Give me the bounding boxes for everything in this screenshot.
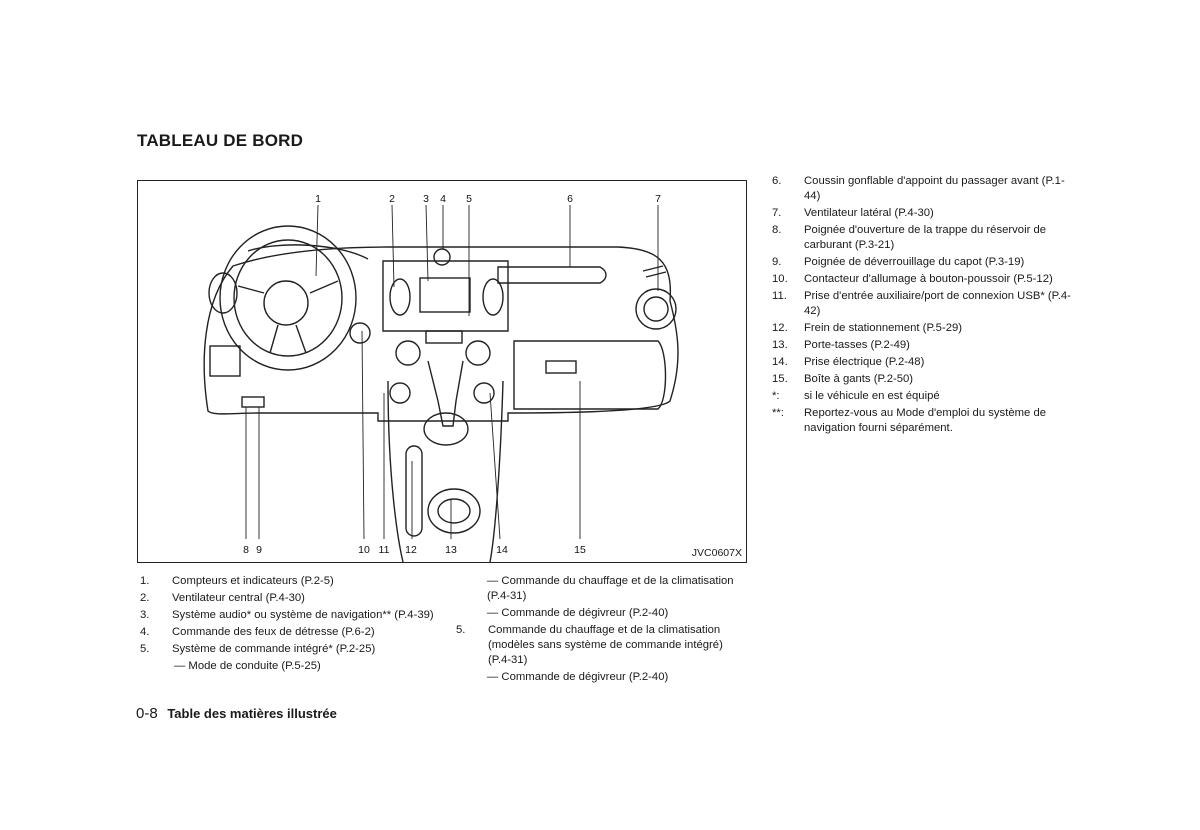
list-sub-item: — Commande de dégivreur (P.2-40) <box>456 606 748 621</box>
callout-1: 1 <box>315 193 321 205</box>
item-number: 10. <box>772 273 788 285</box>
callout-12: 12 <box>405 544 417 556</box>
item-text: — Commande du chauffage et de la climati… <box>487 575 734 602</box>
list-item: **: Reportez-vous au Mode d'emploi du sys… <box>772 406 1072 436</box>
item-number: 3. <box>140 609 150 621</box>
callout-9: 9 <box>256 544 262 556</box>
list-item: 13. Porte-tasses (P.2-49) <box>772 338 1072 353</box>
item-number: **: <box>772 407 784 419</box>
callout-3: 3 <box>423 193 429 205</box>
list-item: 3. Système audio* ou système de navigatio… <box>140 608 440 623</box>
list-item: 7. Ventilateur latéral (P.4-30) <box>772 206 1072 221</box>
item-number: 8. <box>772 224 782 236</box>
item-text: — Commande de dégivreur (P.2-40) <box>487 607 669 619</box>
item-number: 12. <box>772 322 788 334</box>
list-item: 6. Coussin gonflable d'appoint du passage… <box>772 174 1072 204</box>
item-number: 6. <box>772 175 782 187</box>
list-item: 2. Ventilateur central (P.4-30) <box>140 591 440 606</box>
callout-2: 2 <box>389 193 395 205</box>
item-text: Poignée d'ouverture de la trappe du rése… <box>804 224 1047 251</box>
list-item: 14. Prise électrique (P.2-48) <box>772 355 1072 370</box>
item-text: Poignée de déverrouillage du capot (P.3-… <box>804 256 1025 268</box>
item-number: 2. <box>140 592 150 604</box>
list-sub-item: — Commande de dégivreur (P.2-40) <box>456 670 748 685</box>
page-footer: 0-8 Table des matières illustrée <box>136 705 337 722</box>
right-callout-list: 6. Coussin gonflable d'appoint du passage… <box>772 174 1072 438</box>
list-item: 4. Commande des feux de détresse (P.6-2) <box>140 625 440 640</box>
item-number: 5. <box>456 624 466 636</box>
item-text: Contacteur d'allumage à bouton-poussoir … <box>804 273 1053 285</box>
dashboard-illustration: 1 2 3 4 5 6 7 8 9 10 11 12 13 14 15 JVC0… <box>137 180 747 563</box>
item-number: 13. <box>772 339 788 351</box>
callout-10: 10 <box>358 544 370 556</box>
item-text: Système de commande intégré* (P.2-25) <box>172 643 376 655</box>
item-text: Ventilateur latéral (P.4-30) <box>804 207 934 219</box>
item-text: Compteurs et indicateurs (P.2-5) <box>172 575 334 587</box>
item-text: Ventilateur central (P.4-30) <box>172 592 305 604</box>
item-text: — Commande de dégivreur (P.2-40) <box>487 671 669 683</box>
list-item: 1. Compteurs et indicateurs (P.2-5) <box>140 574 440 589</box>
dashboard-drawing: 1 2 3 4 5 6 7 8 9 10 11 12 13 14 15 <box>203 193 679 562</box>
item-text: Prise d'entrée auxiliaire/port de connex… <box>804 290 1071 317</box>
item-text: Coussin gonflable d'appoint du passager … <box>804 175 1065 202</box>
section-title: Table des matières illustrée <box>167 706 337 721</box>
figure-code: JVC0607X <box>691 547 742 559</box>
item-number: 15. <box>772 373 788 385</box>
callout-14: 14 <box>496 544 508 556</box>
callout-8: 8 <box>243 544 249 556</box>
item-number: 1. <box>140 575 150 587</box>
callout-11: 11 <box>379 544 390 556</box>
item-text: Prise électrique (P.2-48) <box>804 356 925 368</box>
item-text: Système audio* ou système de navigation*… <box>172 609 434 621</box>
callout-15: 15 <box>574 544 586 556</box>
item-text: Porte-tasses (P.2-49) <box>804 339 910 351</box>
callout-4: 4 <box>440 193 446 205</box>
page-title: TABLEAU DE BORD <box>137 131 304 150</box>
callout-13: 13 <box>445 544 457 556</box>
left-callout-list: 1. Compteurs et indicateurs (P.2-5) 2. Ven… <box>140 574 440 676</box>
item-text: — Mode de conduite (P.5-25) <box>174 660 321 672</box>
item-text: Commande des feux de détresse (P.6-2) <box>172 626 375 638</box>
list-item: 9. Poignée de déverrouillage du capot (P.… <box>772 255 1072 270</box>
list-item: 11. Prise d'entrée auxiliaire/port de con… <box>772 289 1072 319</box>
middle-callout-list: — Commande du chauffage et de la climati… <box>456 574 748 687</box>
item-text: Frein de stationnement (P.5-29) <box>804 322 963 334</box>
item-text: Reportez-vous au Mode d'emploi du systèm… <box>804 407 1047 434</box>
callout-7: 7 <box>655 193 661 205</box>
list-item: 8. Poignée d'ouverture de la trappe du ré… <box>772 223 1072 253</box>
list-item: *: si le véhicule en est équipé <box>772 389 1072 404</box>
item-number: 9. <box>772 256 782 268</box>
list-item: 10. Contacteur d'allumage à bouton-pousso… <box>772 272 1072 287</box>
item-number: 5. <box>140 643 150 655</box>
item-number: 7. <box>772 207 782 219</box>
item-number: *: <box>772 390 780 402</box>
item-number: 4. <box>140 626 150 638</box>
list-item: 15. Boîte à gants (P.2-50) <box>772 372 1072 387</box>
item-number: 11. <box>772 290 787 302</box>
page-number: 0-8 <box>136 705 158 722</box>
item-text: Commande du chauffage et de la climatisa… <box>488 624 723 666</box>
list-item: 5. Commande du chauffage et de la climati… <box>456 623 748 668</box>
list-item: 5. Système de commande intégré* (P.2-25) <box>140 642 440 657</box>
item-text: Boîte à gants (P.2-50) <box>804 373 914 385</box>
callout-6: 6 <box>567 193 573 205</box>
list-sub-item: — Commande du chauffage et de la climati… <box>456 574 748 604</box>
callout-5: 5 <box>466 193 472 205</box>
item-text: si le véhicule en est équipé <box>804 390 940 402</box>
list-sub-item: — Mode de conduite (P.5-25) <box>140 659 440 674</box>
list-item: 12. Frein de stationnement (P.5-29) <box>772 321 1072 336</box>
item-number: 14. <box>772 356 788 368</box>
